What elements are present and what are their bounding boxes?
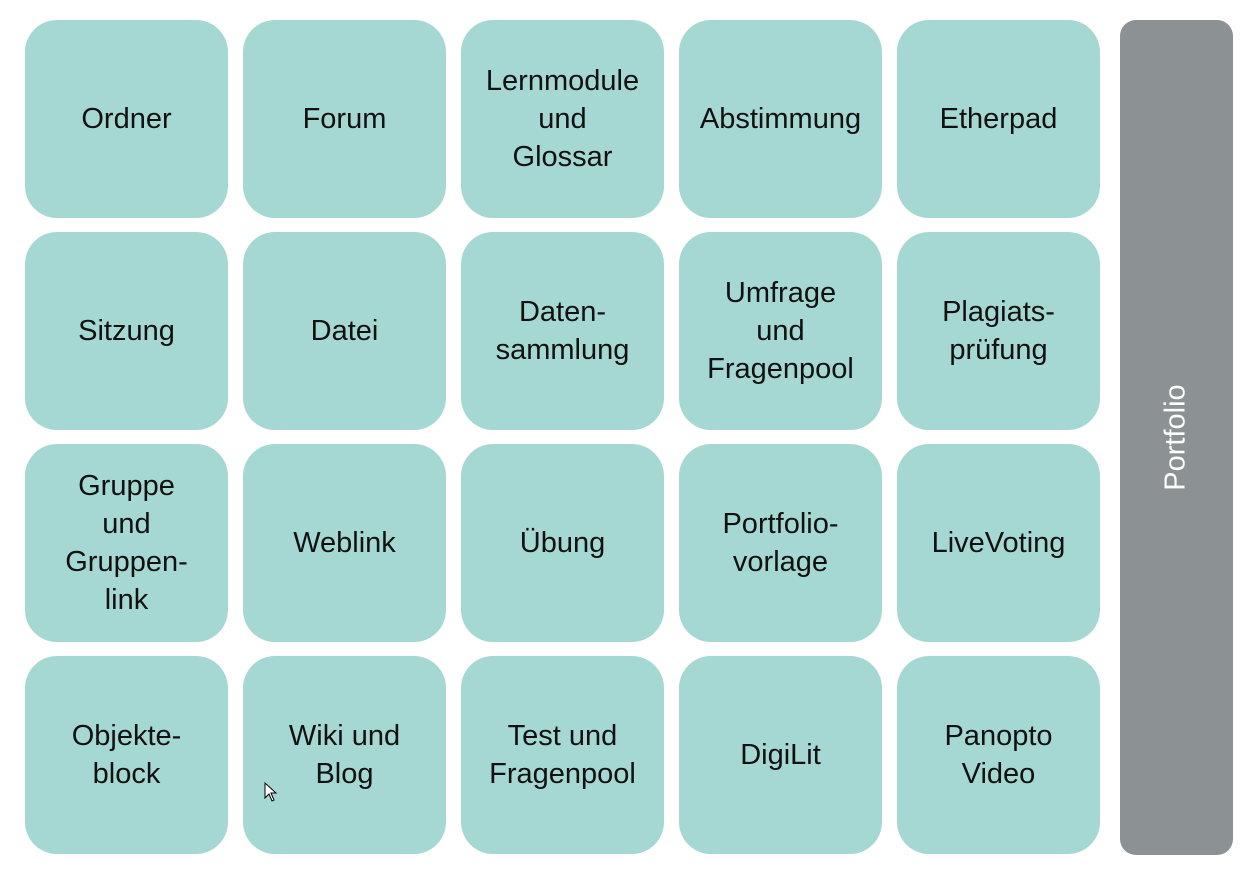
tile-label: Sitzung bbox=[78, 315, 175, 347]
tile-label: Objekte- bbox=[71, 720, 182, 752]
tile-label: Gruppen- bbox=[65, 546, 188, 578]
tile-label: Datei bbox=[310, 315, 379, 347]
tile-label: Abstimmung bbox=[699, 103, 862, 135]
tile-datei[interactable]: Datei bbox=[243, 232, 446, 430]
tile-ordner[interactable]: Ordner bbox=[25, 20, 228, 218]
tile-weblink[interactable]: Weblink bbox=[243, 444, 446, 642]
tile-label: Glossar bbox=[512, 141, 613, 173]
tile-label: vorlage bbox=[732, 546, 829, 578]
tile-portfolio-vorlage[interactable]: Portfolio-vorlage bbox=[679, 444, 882, 642]
tile-sitzung[interactable]: Sitzung bbox=[25, 232, 228, 430]
tile-etherpad[interactable]: Etherpad bbox=[897, 20, 1100, 218]
tile-label: Test und bbox=[507, 720, 618, 752]
tile-label: block bbox=[92, 758, 161, 790]
tile-label: Daten- bbox=[518, 296, 607, 328]
tile-label: Wiki und bbox=[288, 720, 401, 752]
tile-label: prüfung bbox=[949, 334, 1048, 366]
tile-label: Fragenpool bbox=[489, 758, 636, 790]
tile-plagiats-prüfung[interactable]: Plagiats-prüfung bbox=[897, 232, 1100, 430]
tile-label: Blog bbox=[315, 758, 374, 790]
tile-label: Forum bbox=[302, 103, 387, 135]
tile-label: und bbox=[538, 103, 587, 135]
tile-label: Plagiats- bbox=[942, 296, 1055, 328]
tile-label: Weblink bbox=[293, 527, 396, 559]
tile-label: und bbox=[102, 508, 151, 540]
tile-label: Ordner bbox=[81, 103, 172, 135]
tile-label: Etherpad bbox=[939, 103, 1058, 135]
portfolio-label: Portfolio bbox=[1159, 384, 1192, 491]
portfolio-button[interactable]: Portfolio bbox=[1120, 20, 1233, 855]
tile-übung[interactable]: Übung bbox=[461, 444, 664, 642]
tile-label: link bbox=[104, 584, 149, 616]
tile-label: Übung bbox=[519, 527, 606, 559]
tile-label: Umfrage bbox=[724, 277, 837, 309]
tile-label: Fragenpool bbox=[707, 353, 854, 385]
tile-label: Gruppe bbox=[78, 470, 175, 502]
tile-label: LiveVoting bbox=[931, 527, 1066, 559]
tile-daten-sammlung[interactable]: Daten-sammlung bbox=[461, 232, 664, 430]
tile-abstimmung[interactable]: Abstimmung bbox=[679, 20, 882, 218]
tile-label: Portfolio- bbox=[722, 508, 839, 540]
tile-digilit[interactable]: DigiLit bbox=[679, 656, 882, 854]
tile-label: DigiLit bbox=[740, 739, 821, 771]
tile-label: und bbox=[756, 315, 805, 347]
mouse-cursor-icon bbox=[264, 782, 278, 802]
tile-livevoting[interactable]: LiveVoting bbox=[897, 444, 1100, 642]
tile-objekte-block[interactable]: Objekte-block bbox=[25, 656, 228, 854]
tile-forum[interactable]: Forum bbox=[243, 20, 446, 218]
tile-label: Panopto bbox=[944, 720, 1053, 752]
tile-label: Lernmodule bbox=[485, 65, 640, 97]
tile-label: sammlung bbox=[495, 334, 630, 366]
tile-label: Video bbox=[961, 758, 1036, 790]
